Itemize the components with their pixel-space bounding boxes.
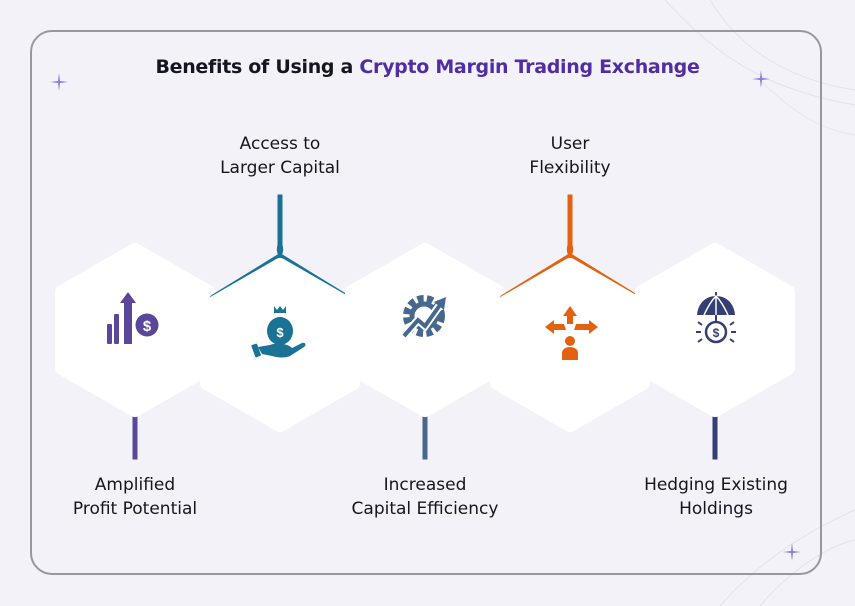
benefit-label-capital-efficiency: Increased Capital Efficiency: [325, 473, 525, 521]
benefit-label-hedging-holdings: Hedging Existing Holdings: [616, 473, 816, 521]
svg-text:$: $: [143, 318, 152, 335]
svg-text:$: $: [276, 325, 284, 340]
sparkle-icon: [50, 73, 68, 91]
content-frame: [30, 30, 822, 575]
benefit-item-amplified-profit: $: [55, 243, 215, 460]
person-directions-arrows-icon: [545, 306, 598, 360]
benefit-item-capital-efficiency: [345, 243, 505, 460]
title-prefix: Benefits of Using a: [155, 56, 360, 78]
stem-connector: [276, 194, 284, 263]
benefit-label-line1: Increased: [383, 475, 467, 495]
benefit-label-user-flexibility: User Flexibility: [470, 132, 670, 180]
page-title: Benefits of Using a Crypto Margin Tradin…: [0, 56, 855, 78]
benefit-label-larger-capital: Access to Larger Capital: [180, 132, 380, 180]
benefit-label-line2: Capital Efficiency: [351, 499, 499, 519]
benefit-label-line1: User: [550, 134, 590, 154]
benefit-label-line2: Flexibility: [529, 158, 611, 178]
benefit-label-line2: Larger Capital: [220, 158, 340, 178]
money-bag-hand-icon: $: [251, 306, 306, 358]
title-highlight: Crypto Margin Trading Exchange: [359, 56, 700, 78]
benefit-label-line1: Amplified: [94, 475, 176, 495]
benefit-label-amplified-profit: Amplified Profit Potential: [35, 473, 235, 521]
growth-chart-dollar-icon: $: [107, 292, 161, 344]
sparkle-icon: [783, 543, 801, 561]
gear-trend-arrow-icon: [400, 295, 446, 339]
svg-text:$: $: [713, 326, 720, 340]
benefit-item-user-flexibility: [490, 194, 650, 432]
benefit-label-line2: Profit Potential: [72, 499, 198, 519]
benefit-label-line2: Holdings: [679, 499, 753, 519]
benefit-label-line1: Access to: [239, 134, 321, 154]
umbrella-coin-icon: $: [696, 292, 736, 344]
hexagon-card: [635, 243, 795, 417]
stem-connector: [566, 194, 574, 263]
benefit-item-hedging-holdings: $: [635, 243, 795, 460]
sparkle-icon: [752, 70, 770, 88]
benefit-label-line1: Hedging Existing: [644, 475, 788, 495]
benefit-item-larger-capital: $: [200, 194, 360, 432]
